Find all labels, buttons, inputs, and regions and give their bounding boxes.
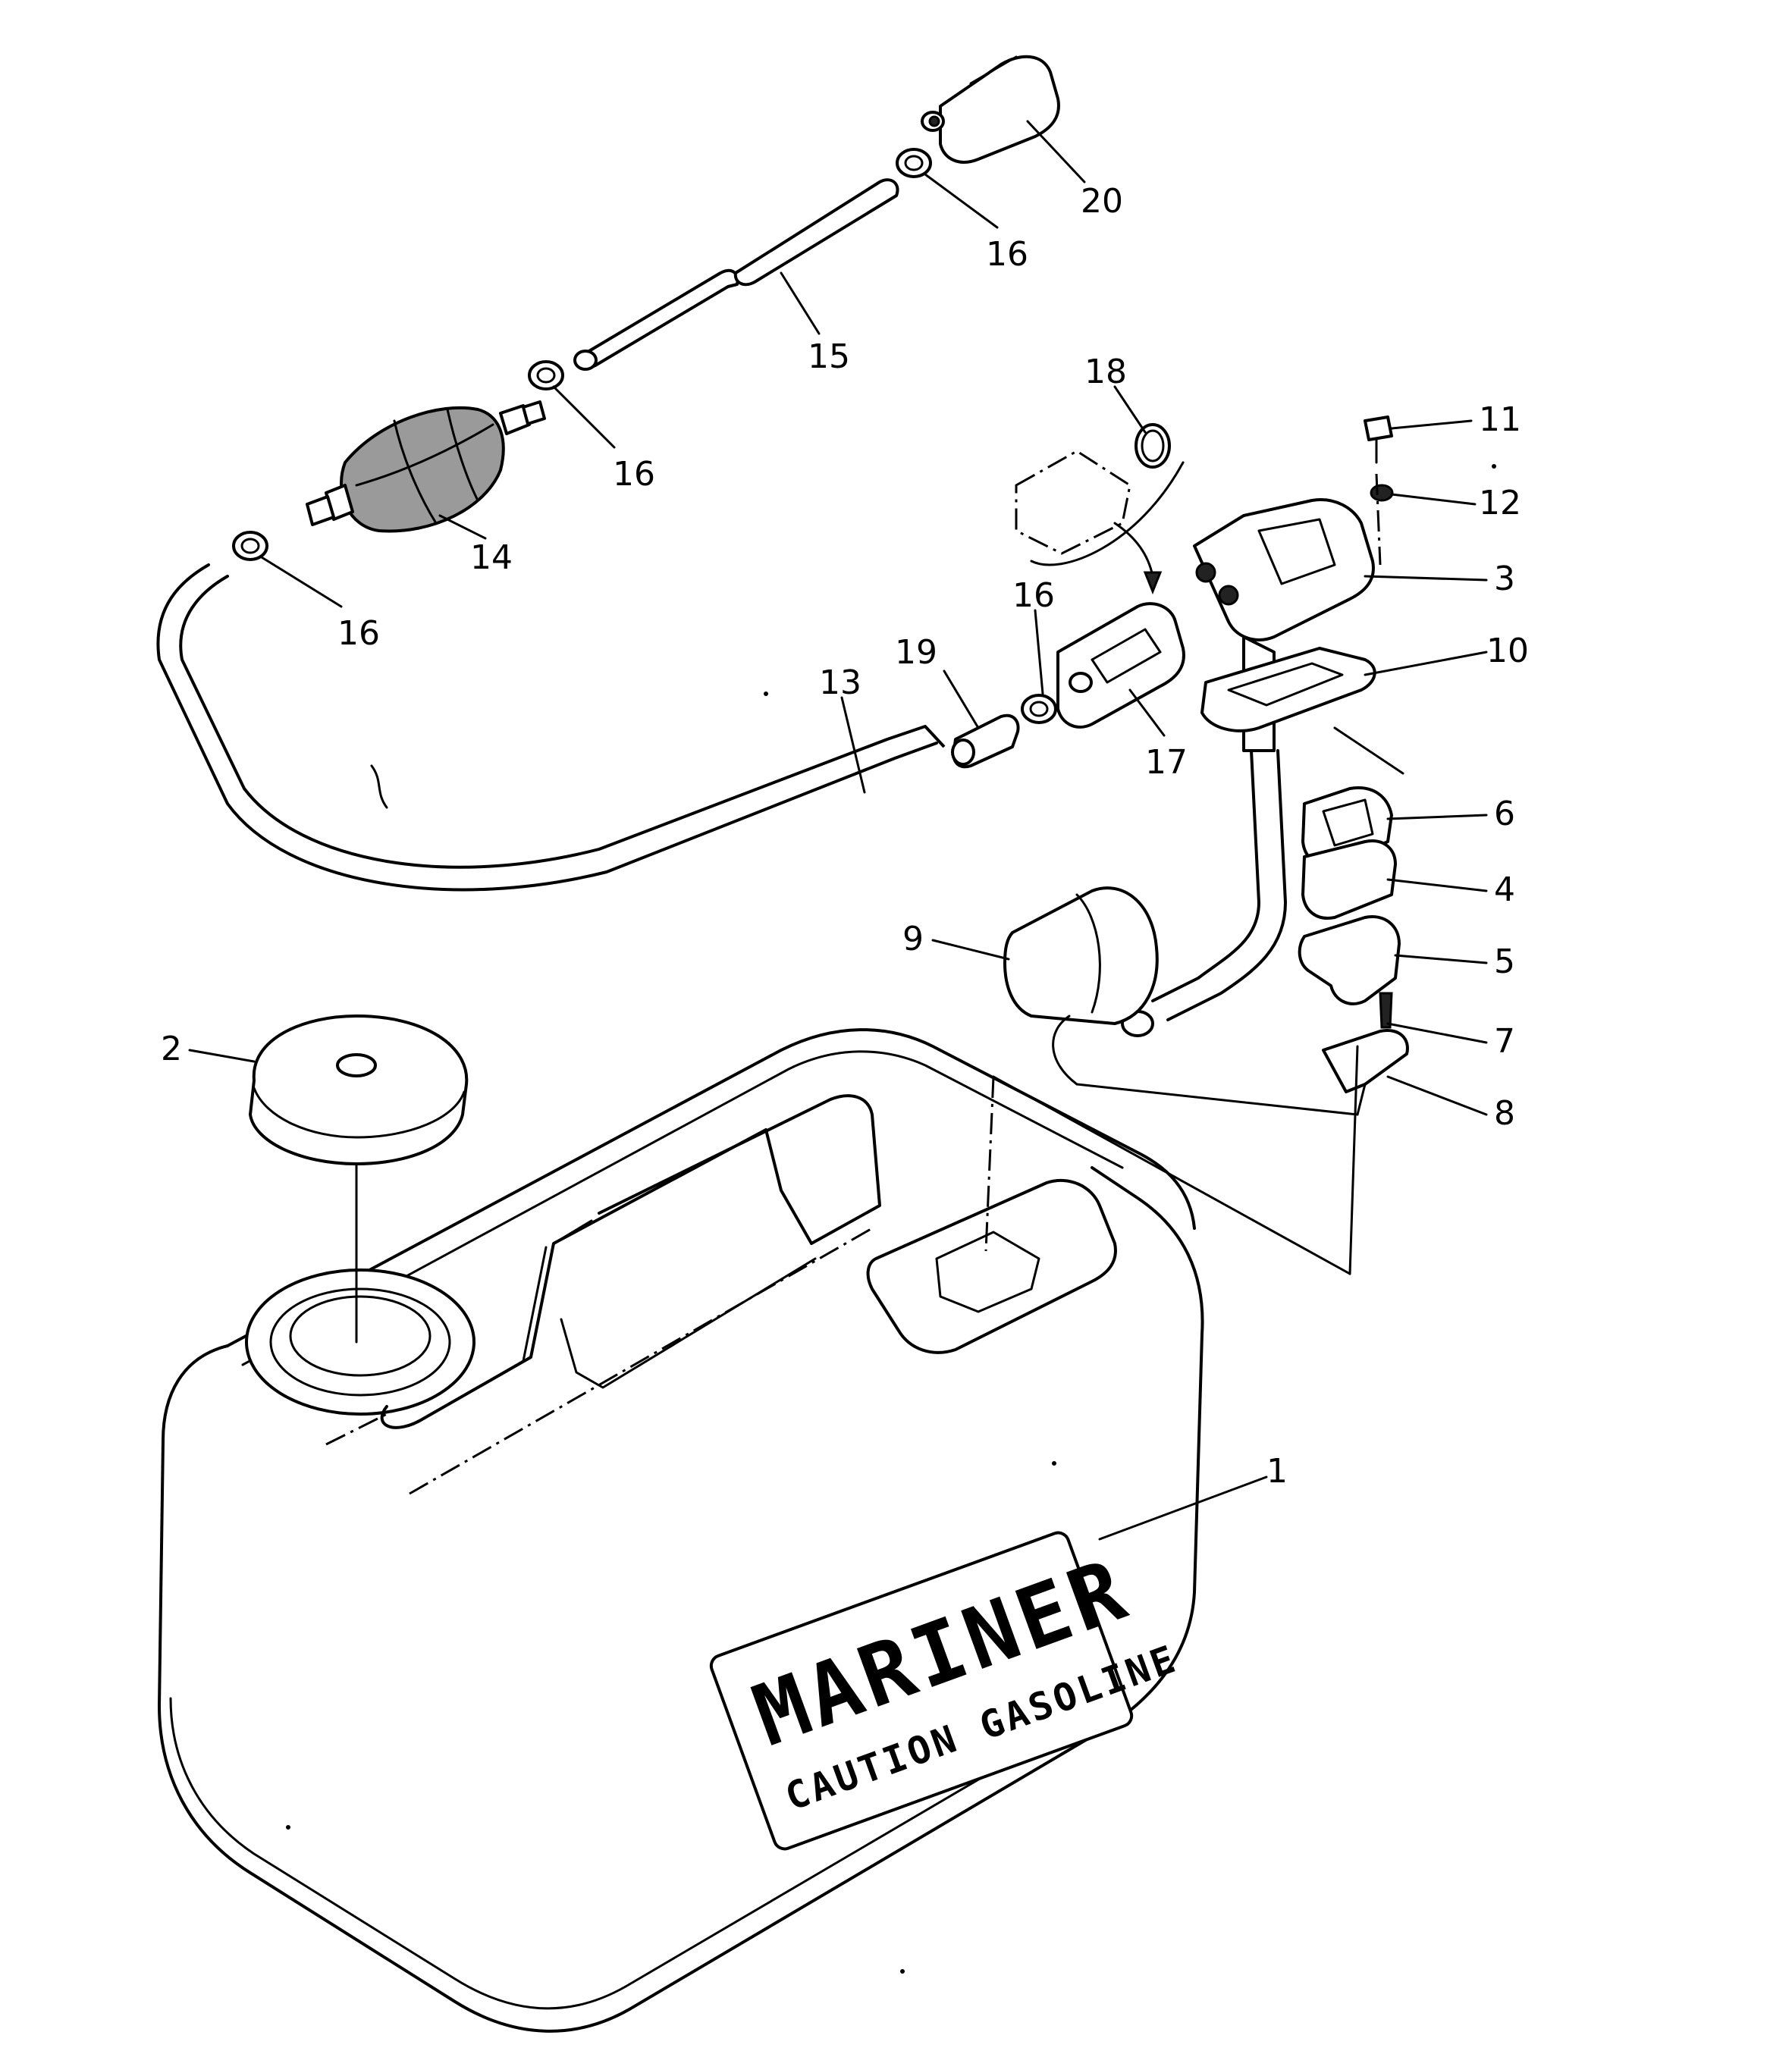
callout-16-mid: 16 [613,455,655,494]
callout-6: 6 [1494,795,1515,833]
hose-clamp-left [232,531,268,561]
mariner-decal: MARINER CAUTION GASOLINE [709,1531,1184,1851]
callout-8: 8 [1494,1094,1515,1133]
callout-20: 20 [1081,182,1123,221]
callout-15: 15 [808,337,850,376]
scan-specks [286,464,1496,1974]
screw [1379,992,1393,1029]
callout-3: 3 [1494,560,1515,598]
engine-fuel-connector [921,55,1060,164]
gauge-arm-segment [1075,1029,1409,1116]
primer-bulb [306,400,546,533]
washer [1370,484,1394,502]
hose-clamp-top-right [896,148,932,178]
callout-18: 18 [1084,353,1127,391]
filler-cap [249,1014,469,1165]
hose-clamps [232,148,1057,724]
sender-bracket [1298,915,1401,1005]
callout-12: 12 [1479,484,1521,522]
exploded-lines [984,473,1404,1275]
callout-10: 10 [1486,632,1529,670]
callout-19: 19 [895,633,937,672]
callout-16-top: 16 [986,235,1028,274]
sender-housing [1301,839,1397,920]
callout-9: 9 [902,920,924,958]
callout-16-right: 16 [1012,576,1055,615]
callout-2: 2 [161,1030,182,1068]
connector-phantom-view [1015,450,1185,595]
callout-17: 17 [1145,743,1188,782]
fuel-hose-assembly [156,563,946,892]
callout-5: 5 [1494,942,1515,981]
callout-leaders [188,120,1488,1541]
callout-16-left: 16 [337,614,380,653]
tank-fuel-connector [1056,602,1185,729]
callout-7: 7 [1494,1022,1515,1061]
bolt [1364,416,1393,464]
fuel-hose-segment [573,178,899,371]
fuel-tank: MARINER CAUTION GASOLINE [158,1028,1204,2033]
callout-14: 14 [470,538,513,577]
gasket [1200,647,1376,732]
hose-clamp-right [1021,694,1057,724]
float [1003,886,1159,1086]
o-ring [1135,423,1171,469]
hose-clamp-mid [528,360,564,390]
callout-1: 1 [1266,1452,1288,1491]
callout-11: 11 [1479,400,1521,439]
hose-fitting [951,713,1020,769]
callout-labels: 1 2 3 4 5 6 7 8 9 10 11 12 13 14 15 16 1… [161,182,1529,1491]
callout-13: 13 [819,663,861,702]
callout-4: 4 [1494,870,1515,909]
